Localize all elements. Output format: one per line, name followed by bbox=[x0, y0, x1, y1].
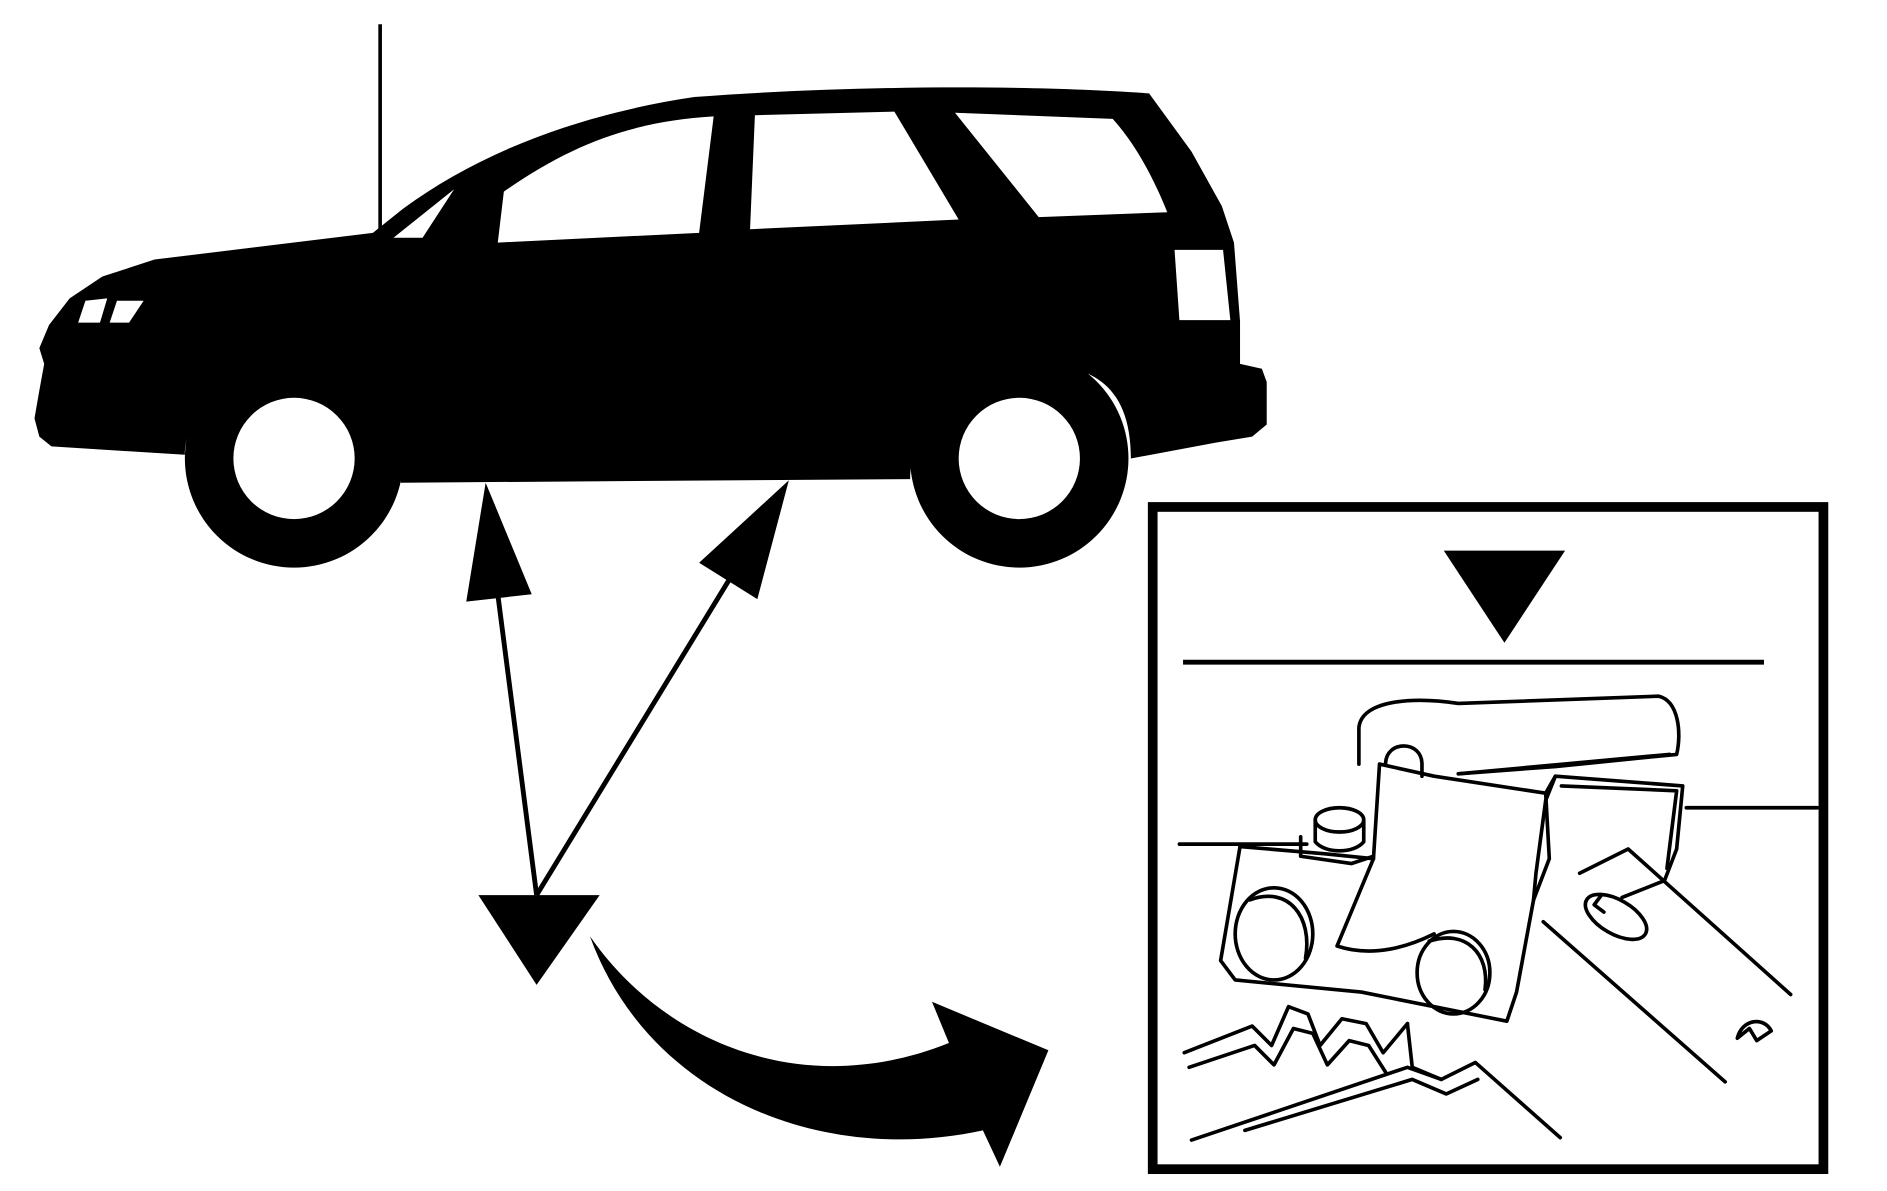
front-jack-arrow-shaft bbox=[495, 593, 540, 896]
down-triangle-icon bbox=[478, 895, 600, 985]
jack-pad-right bbox=[1415, 929, 1492, 1016]
vehicle-silhouette bbox=[34, 24, 1267, 568]
jack-arm bbox=[1541, 919, 1727, 1084]
rear-wheel-hub bbox=[958, 397, 1080, 520]
window-rear-door bbox=[750, 111, 959, 230]
curved-arrow-icon bbox=[589, 936, 1049, 1167]
jack-head-drawing bbox=[1177, 694, 1820, 1142]
front-wheel-hub bbox=[233, 397, 355, 520]
front-jack-arrow-head bbox=[466, 482, 532, 602]
window-rear-quarter bbox=[955, 112, 1168, 218]
window-windshield bbox=[393, 189, 455, 238]
tail-light bbox=[1174, 249, 1231, 321]
rear-jack-arrow-shaft bbox=[534, 576, 733, 897]
jack-head-inset bbox=[1147, 502, 1829, 1175]
sill-flange bbox=[1357, 694, 1681, 776]
jack-pad-left bbox=[1233, 885, 1315, 982]
window-front-door bbox=[497, 116, 714, 243]
inset-down-triangle-icon bbox=[1443, 550, 1566, 643]
rear-jack-arrow-head bbox=[699, 480, 789, 600]
ratchet-teeth bbox=[1182, 1004, 1410, 1055]
jacking-point-arrows bbox=[466, 480, 1049, 1167]
headlight-inner bbox=[109, 300, 144, 323]
headlight-outer bbox=[78, 298, 108, 323]
